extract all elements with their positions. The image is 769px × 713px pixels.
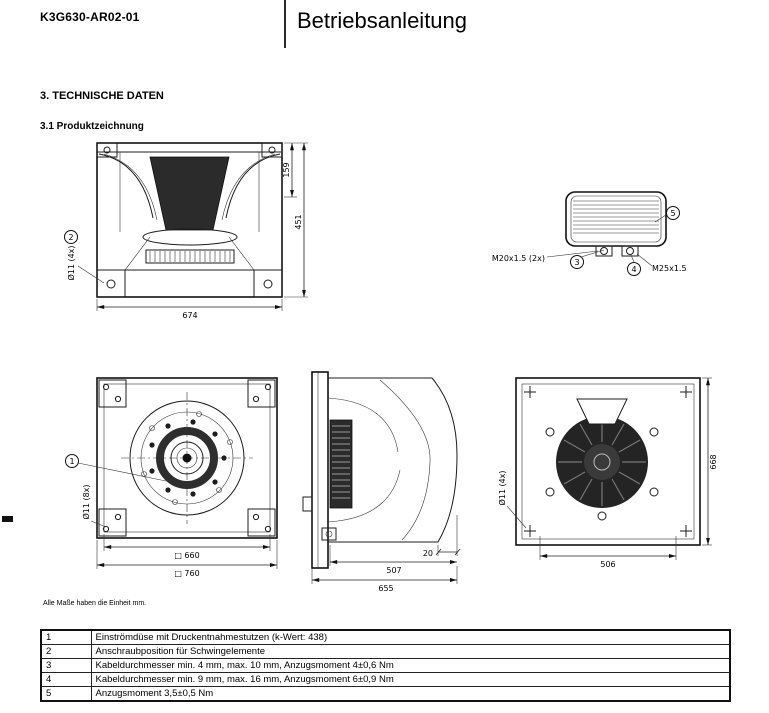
subsection-heading: 3.1 Produktzeichnung bbox=[40, 121, 144, 132]
dims-rear-view: 668 506 Ø11 (4x) bbox=[497, 377, 718, 569]
document-number: K3G630-AR02-01 bbox=[40, 10, 140, 24]
dims-side-view: 20 507 655 bbox=[311, 515, 461, 593]
callout-1-circle bbox=[65, 454, 79, 468]
legend-row: 2 Anschraubposition für Schwingelemente bbox=[40, 644, 731, 659]
legend-item-text: Anschraubposition für Schwingelemente bbox=[90, 644, 731, 659]
callout-1-label: 1 bbox=[69, 457, 74, 466]
legend-item-number: 2 bbox=[40, 644, 92, 659]
legend-row: 4 Kabeldurchmesser min. 9 mm, max. 16 mm… bbox=[40, 672, 731, 687]
dim-height-total-label: 451 bbox=[294, 214, 303, 229]
legend-row: 1 Einströmdüse mit Druckentnahmestutzen … bbox=[40, 629, 731, 645]
callout-2-circle bbox=[64, 230, 78, 244]
legend-row: 5 Anzugsmoment 3,5±0,5 Nm bbox=[40, 686, 731, 702]
legend-item-number: 4 bbox=[40, 672, 92, 687]
section-heading: 3. TECHNISCHE DATEN bbox=[40, 90, 164, 102]
drawing-fan-front-view bbox=[96, 142, 283, 298]
dims-inlet-view: 1 Ø11 (8x) □ 660 □ 760 bbox=[65, 454, 278, 578]
dim-depth-total-label: 655 bbox=[378, 584, 393, 593]
legend-item-text: Anzugsmoment 3,5±0,5 Nm bbox=[90, 686, 731, 702]
document-title: Betriebsanleitung bbox=[297, 8, 468, 33]
callout-3-circle bbox=[570, 255, 584, 269]
gland-m25-label: M25x1.5 bbox=[652, 264, 687, 273]
legend-item-number: 1 bbox=[40, 629, 92, 645]
drawing-rear-view bbox=[515, 377, 701, 546]
legend-table: 1 Einströmdüse mit Druckentnahmestutzen … bbox=[40, 629, 731, 702]
legend-item-number: 5 bbox=[40, 686, 92, 702]
legend-row: 3 Kabeldurchmesser min. 4 mm, max. 10 mm… bbox=[40, 658, 731, 673]
dim-rear-height-label: 668 bbox=[709, 454, 718, 469]
legend-item-text: Einströmdüse mit Druckentnahmestutzen (k… bbox=[90, 629, 731, 645]
dim-plate-offset-label: 20 bbox=[423, 549, 433, 558]
legend-item-text: Kabeldurchmesser min. 9 mm, max. 16 mm, … bbox=[90, 672, 731, 687]
callout-5-circle bbox=[666, 206, 680, 220]
dim-hole-spacing-label: 506 bbox=[600, 560, 615, 569]
dim-square-inner-label: □ 660 bbox=[174, 551, 199, 560]
callout-4-circle bbox=[627, 262, 641, 276]
gland-m20-label: M20x1.5 (2x) bbox=[492, 254, 545, 263]
dim-width-label: 674 bbox=[182, 311, 197, 320]
dim-square-outer-label: □ 760 bbox=[174, 569, 199, 578]
dim-depth-body-label: 507 bbox=[386, 566, 401, 575]
holes-label-rear: Ø11 (4x) bbox=[497, 470, 507, 505]
units-note: Alle Maße haben die Einheit mm. bbox=[43, 600, 147, 607]
callout-4-label: 4 bbox=[631, 265, 636, 274]
dim-height-top-label: 159 bbox=[282, 162, 291, 177]
holes-label-front: Ø11 (4x) bbox=[66, 245, 76, 280]
dims-fan-front: 674 159 451 2 Ø11 (4x) bbox=[64, 142, 308, 320]
callout-3-label: 3 bbox=[574, 258, 579, 267]
product-drawing: 674 159 451 2 Ø11 (4x) M20x1.5 (2x) bbox=[2, 142, 718, 593]
holes-label-inlet: Ø11 (8x) bbox=[81, 484, 91, 519]
legend-item-text: Kabeldurchmesser min. 4 mm, max. 10 mm, … bbox=[90, 658, 731, 673]
callout-2-label: 2 bbox=[68, 233, 73, 242]
binding-mark bbox=[2, 516, 13, 522]
drawing-side-view bbox=[302, 371, 458, 569]
drawing-inlet-view bbox=[96, 377, 278, 539]
drawing-terminal-box: M20x1.5 (2x) 3 4 M25x1.5 5 bbox=[492, 191, 687, 276]
callout-5-label: 5 bbox=[670, 209, 675, 218]
header-divider bbox=[284, 0, 286, 48]
legend-item-number: 3 bbox=[40, 658, 92, 673]
